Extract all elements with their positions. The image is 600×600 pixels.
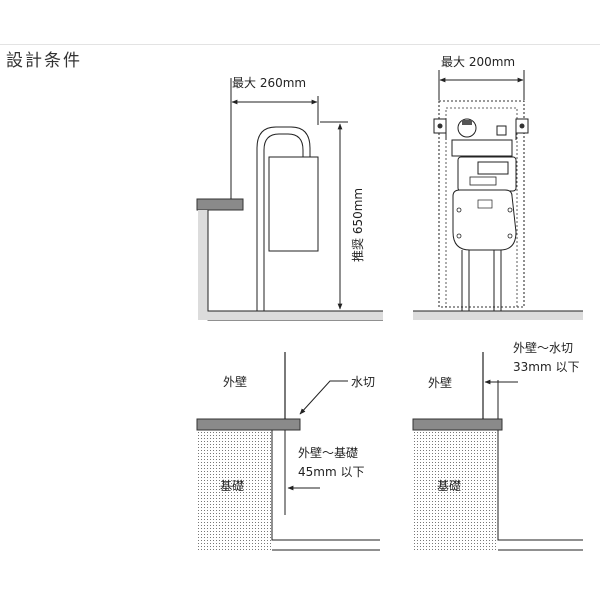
diagram-side-view: 最大 260mm 推奨 650mm [196,76,383,321]
pipe-outer [256,126,311,311]
wall-label-3: 外壁 [223,374,247,389]
base-label-3: 基礎 [220,479,244,493]
diagram-front-view: 最大 200mm [413,55,583,320]
gap-label-4a: 外壁～水切 [513,340,573,355]
wall-label-4: 外壁 [428,375,452,390]
base-fill-right [413,430,498,550]
wall-fill [198,210,208,320]
floor-line [207,210,383,312]
install-envelope-inner [445,107,518,308]
drip-edge-4 [412,418,503,431]
pipe-inner [263,133,304,311]
height-label: 推奨 650mm [351,188,365,262]
gap-label-3a: 外壁～基礎 [298,445,358,460]
page-title: 設計条件 [6,51,82,71]
drip-edge-3 [196,418,301,431]
base-fill-left [197,430,272,550]
meter-display [477,161,509,175]
union-nut [496,125,507,136]
diagram-wall-to-base: 外壁 水切 基礎 外壁～基礎 45mm 以下 [196,352,380,551]
base-label-4: 基礎 [437,479,461,493]
front-width-label: 最大 200mm [441,55,515,69]
width-label: 最大 260mm [232,76,306,90]
counter-ledge [196,198,244,211]
diagram-wall-to-drip: 外壁 基礎 外壁～水切 33mm 以下 [412,340,583,551]
gap-label-4b: 33mm 以下 [513,360,579,374]
floor-fill [208,311,383,320]
front-floor [413,311,583,320]
meter-box [268,156,319,252]
gap-label-3b: 45mm 以下 [298,465,364,479]
drip-label-3: 水切 [351,375,375,389]
drip-leader [299,380,348,415]
meter-housing [452,189,517,251]
header-divider [0,44,600,45]
